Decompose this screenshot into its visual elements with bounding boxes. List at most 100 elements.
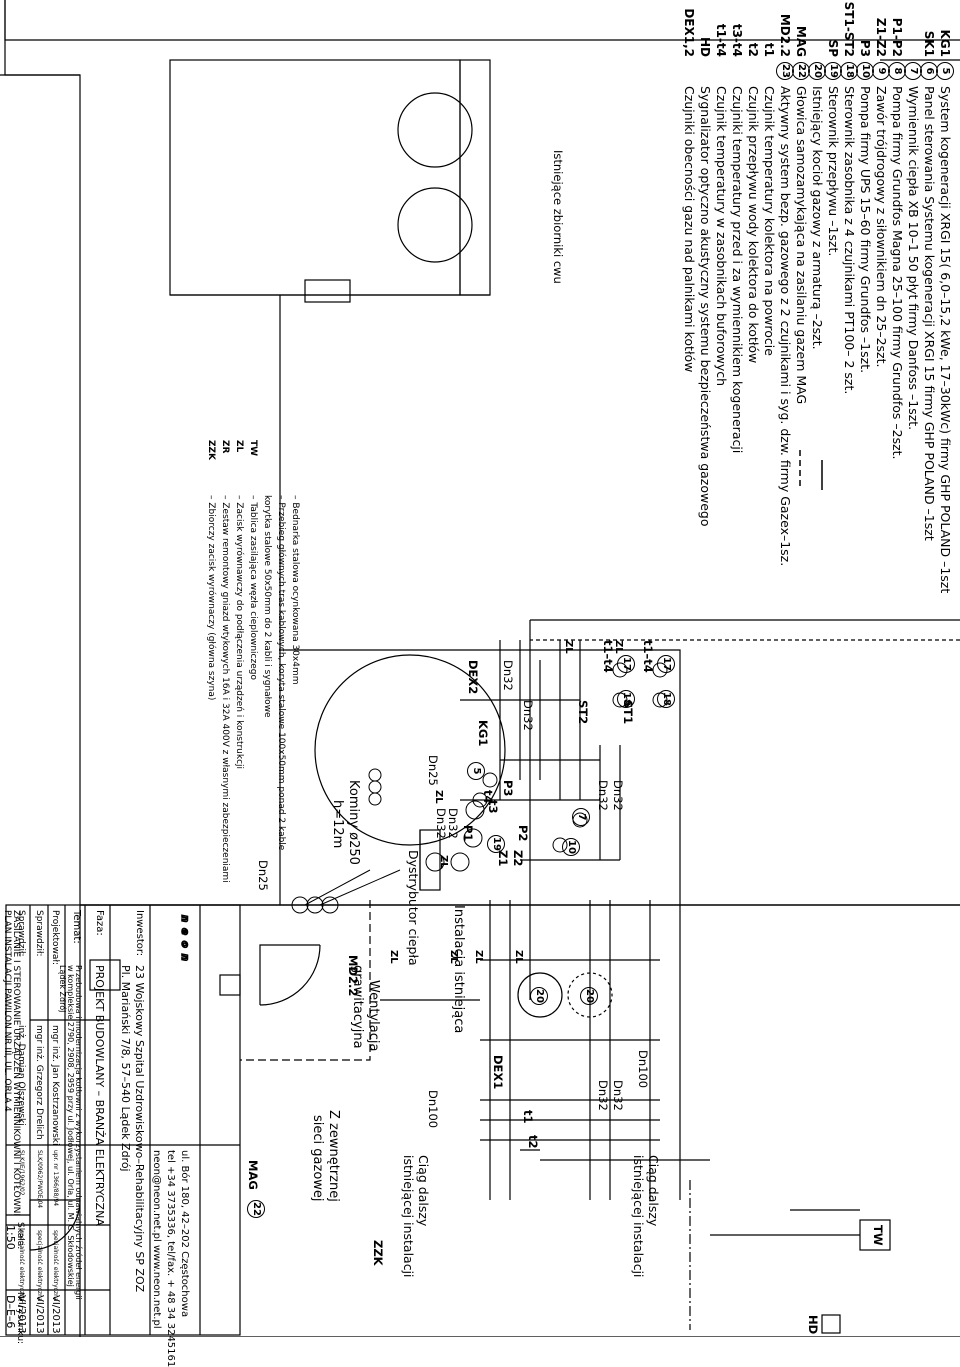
designer-label: Projektował: [50, 910, 60, 966]
md22-label: MD2.2 [346, 955, 360, 997]
distributor-label: Dystrybutor ciepła [406, 850, 421, 966]
legend-number-circle: 18 [840, 62, 858, 80]
legend-description: Sterownik przepływu –1szt. [826, 86, 841, 257]
tank-room-element [304, 279, 351, 303]
zl-terminal: ZL [388, 950, 399, 964]
chimney-label: Kominy ø250 [346, 780, 361, 865]
legend-code: KG1 [938, 29, 952, 58]
floor-plan-lines [0, 0, 960, 1337]
date: VI/2013 [34, 1295, 45, 1334]
pipe-label-dn32: Dn32 [596, 1080, 610, 1111]
company-phone: tel +34 3735336, tel/fax. + 48 34 324516… [165, 1150, 176, 1367]
z2-label: Z2 [511, 850, 525, 867]
phase-label: Faza: [94, 910, 105, 936]
checker-name: mgr inż. Grzegorz Drelich [34, 1025, 44, 1140]
specialty: specjalność elektryczna [36, 1230, 43, 1302]
element-number: 10 [562, 838, 580, 856]
legend-code: Z1-Z2 [874, 17, 888, 57]
zl-terminal: ZL [433, 790, 444, 804]
tanks-room [169, 59, 461, 296]
pipe-label-dn32: Dn32 [611, 780, 625, 811]
element-number: 20 [580, 987, 598, 1005]
tanks-label: Istniejące zbiorniki cwu [551, 150, 565, 284]
date: VI/2013 [50, 1295, 61, 1334]
t1-label: t1 [521, 1110, 535, 1124]
small-legend-description: – Bednarka stalowa ocynkowana 30x4mm [290, 495, 300, 685]
legend-number-circle: 23 [776, 62, 794, 80]
element-number: 19 [487, 835, 505, 853]
legend-code: MAG [794, 25, 808, 57]
zl-terminal: ZL [438, 855, 449, 869]
legend-description: Sygnalizator optyczno akustyczny systemu… [698, 86, 713, 527]
t1-t4-label: t1–t4 [641, 640, 655, 673]
legend-description: Pompa firmy UPS 15–60 firmy Grundfos –1s… [858, 86, 873, 374]
investor-label: Inwestor: [134, 910, 145, 957]
small-legend-description: – Przebieg głównych tras kablowych, kory… [276, 495, 286, 851]
ventilation-label: Wentylacja [366, 980, 381, 1052]
element-number: 7 [572, 808, 590, 826]
legend-number-circle: 10 [856, 62, 874, 80]
investor-address: Pl. Mariański 7/8, 57–540 Lądek Zdrój [119, 965, 132, 1172]
p3-label: P3 [501, 780, 515, 797]
mag-label: MAG [246, 1160, 260, 1190]
gas-network-label: sieci gazowej [310, 1115, 325, 1202]
external-gas-label: Z zewnętrznej [326, 1110, 341, 1202]
element-number: 22 [247, 1200, 265, 1218]
p2-label: P2 [516, 825, 530, 842]
company-email: neon@neon.net.pl www.neon.net.pl [151, 1150, 162, 1329]
zl-terminal: ZL [448, 950, 459, 964]
legend-code: P1-P2 [890, 17, 904, 57]
zl-terminal: ZL [513, 950, 524, 964]
legend-description: Aktywny system bezp. gazowego z 2 czujni… [778, 86, 793, 567]
company-logo: neon [178, 914, 191, 967]
pipe-label-dn32: Dn32 [611, 1080, 625, 1111]
legend-description: Czujnik przepływu wody kolektora do kotł… [746, 86, 761, 364]
t2-label: t2 [526, 1135, 540, 1149]
small-legend-description: korytka stalowe 50x50mm do 2 kabli i syg… [262, 495, 272, 718]
legend-number-circle: 8 [888, 62, 906, 80]
pipe-label-dn32: Dn32 [501, 660, 515, 691]
pipe-label-dn25: Dn25 [256, 860, 270, 891]
pipe-label-dn32: Dn32 [446, 808, 460, 839]
pipe-label-dn25: Dn25 [426, 755, 440, 786]
continuation-sub-label: istniejącej instalacji [631, 1155, 646, 1278]
legend-code: ST1-ST2 [842, 1, 856, 57]
legend-number-circle: 20 [808, 62, 826, 80]
legend-code: MD2.2 [778, 13, 792, 57]
titleblock-frame [5, 904, 241, 1336]
tank-2 [397, 187, 473, 263]
element-number: 5 [467, 762, 485, 780]
legend-description: Wymiennik ciepła XB 10–1 50 płyt firmy D… [906, 86, 921, 431]
chimney-height-label: h=12m [330, 800, 345, 849]
small-legend-code: ZL [234, 440, 244, 453]
company-address: ul. Bór 180, 42–202 Częstochowa [179, 1150, 190, 1318]
tw-label: TW [871, 1225, 885, 1246]
zzk-label: ZZK [371, 1240, 385, 1266]
legend-code: DEX1,2 [682, 8, 696, 57]
legend-code: P3 [858, 39, 872, 57]
legend-description: Głowica samozamykająca na zasilaniu gaze… [794, 86, 809, 405]
zl-terminal: ZL [613, 640, 624, 654]
legend-description: Sterownik zasobnika z 4 czujnikami PT100… [842, 86, 857, 395]
small-legend-description: – Zbiorczy zacisk wyrównaczy (główna szy… [206, 495, 216, 701]
license-number: upr. nr 1366/88/94 [52, 1150, 59, 1207]
subject-line-3: Lądek Zdrój [58, 965, 67, 1013]
chimney-circle [314, 654, 506, 846]
p1-label: P1 [461, 825, 475, 842]
drawing-number: D–E–6 [4, 1295, 17, 1329]
subject-label: Temat: [71, 910, 82, 944]
legend-number-circle: 19 [824, 62, 842, 80]
continuation-label: Ciąg dalszy [416, 1155, 431, 1227]
small-legend-description: – Zestaw remontowy gniazd wtykowych 16A … [220, 495, 230, 883]
continuation-sub-label: istniejącej instalacji [401, 1155, 416, 1278]
legend-description: Czujnik temperatury kolektora na powroci… [762, 86, 777, 356]
legend-code: HD [698, 36, 712, 57]
tanks-room-wall [459, 59, 491, 296]
small-legend-code: TW [248, 440, 258, 457]
scale-value: 1:50 [4, 1225, 17, 1250]
legend-code: t3-t4 [730, 23, 744, 57]
small-legend-description: – Zacisk wyrównawczy do podłączenia urzą… [234, 495, 244, 770]
st2-label: ST2 [576, 700, 590, 725]
t4-label: t4 [481, 790, 495, 804]
legend-description: Istniejący kocioł gazowy z armaturą –2sz… [810, 86, 825, 350]
